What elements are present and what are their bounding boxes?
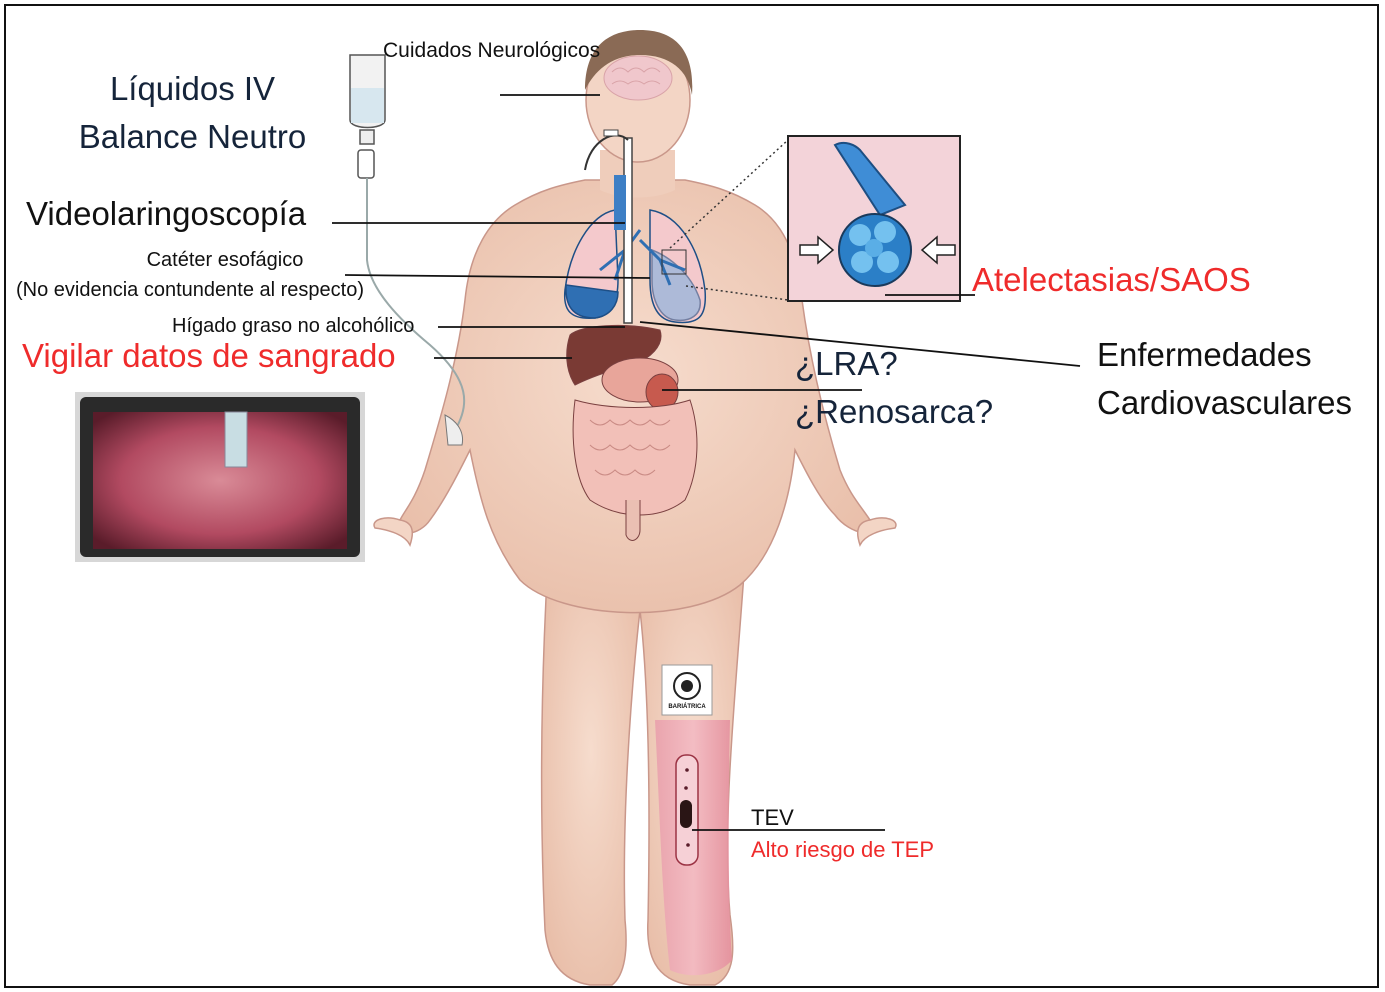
label-cateter-esofagico: Catéter esofágico: [100, 250, 350, 271]
endotracheal-tube: [624, 138, 632, 323]
label-tev: TEV: [751, 806, 794, 829]
trachea: [614, 175, 626, 230]
label-higado-graso: Hígado graso no alcohólico: [172, 316, 414, 337]
label-enfermedades: Enfermedades: [1097, 338, 1312, 373]
label-liquidos-iv: Líquidos IV: [60, 72, 325, 107]
label-lra: ¿LRA?: [795, 347, 898, 382]
label-cardiovasculares: Cardiovasculares: [1097, 386, 1352, 421]
label-renosarca: ¿Renosarca?: [795, 395, 993, 430]
endoscopic-monitor: [75, 392, 365, 562]
brain: [604, 56, 672, 100]
label-vigilar-sangrado: Vigilar datos de sangrado: [22, 339, 396, 374]
iv-bag: [350, 55, 385, 178]
logo-caption: BARIÁTRICA: [660, 704, 714, 710]
label-no-evidencia: (No evidencia contundente al respecto): [16, 280, 364, 301]
label-videolaringoscopia: Videolaringoscopía: [26, 197, 306, 232]
alveoli-inset: [788, 136, 960, 301]
label-atelectasias-saos: Atelectasias/SAOS: [972, 263, 1251, 298]
label-alto-riesgo-tep: Alto riesgo de TEP: [751, 838, 934, 861]
label-balance-neutro: Balance Neutro: [60, 120, 325, 155]
label-cuidados-neurologicos: Cuidados Neurológicos: [383, 40, 600, 62]
vein-thrombus: [676, 755, 698, 865]
